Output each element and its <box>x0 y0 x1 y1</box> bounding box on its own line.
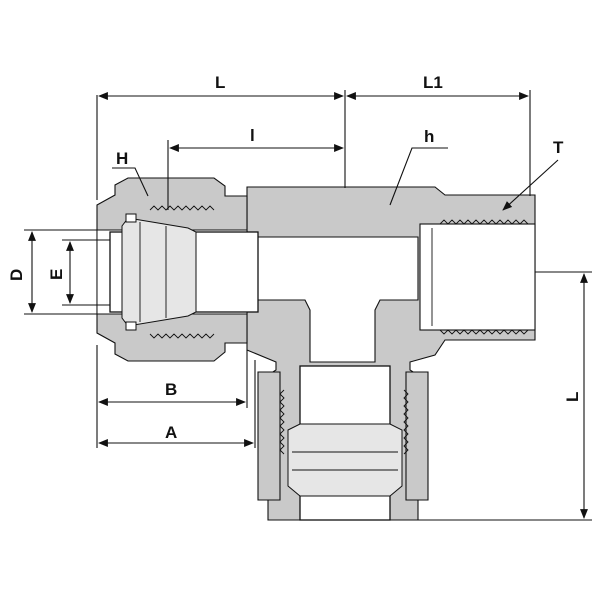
label-l: l <box>250 126 255 145</box>
label-L-right: L <box>563 392 582 402</box>
label-A: A <box>165 423 177 442</box>
right-female-thread <box>419 219 536 335</box>
label-T: T <box>553 138 564 157</box>
label-L-top: L <box>215 73 225 92</box>
left-nut-threads <box>149 205 215 339</box>
dimension-labels: L L1 l H h T D E B A L <box>7 73 582 442</box>
label-H: H <box>116 149 128 168</box>
label-E: E <box>47 269 66 280</box>
left-ferrule <box>121 213 197 331</box>
bottom-nut-threads <box>279 389 409 455</box>
label-B: B <box>165 380 177 399</box>
label-D: D <box>7 269 26 281</box>
label-L1: L1 <box>423 73 443 92</box>
dimension-lines <box>24 90 592 521</box>
label-h: h <box>424 127 434 146</box>
bottom-ferrule <box>287 423 403 497</box>
